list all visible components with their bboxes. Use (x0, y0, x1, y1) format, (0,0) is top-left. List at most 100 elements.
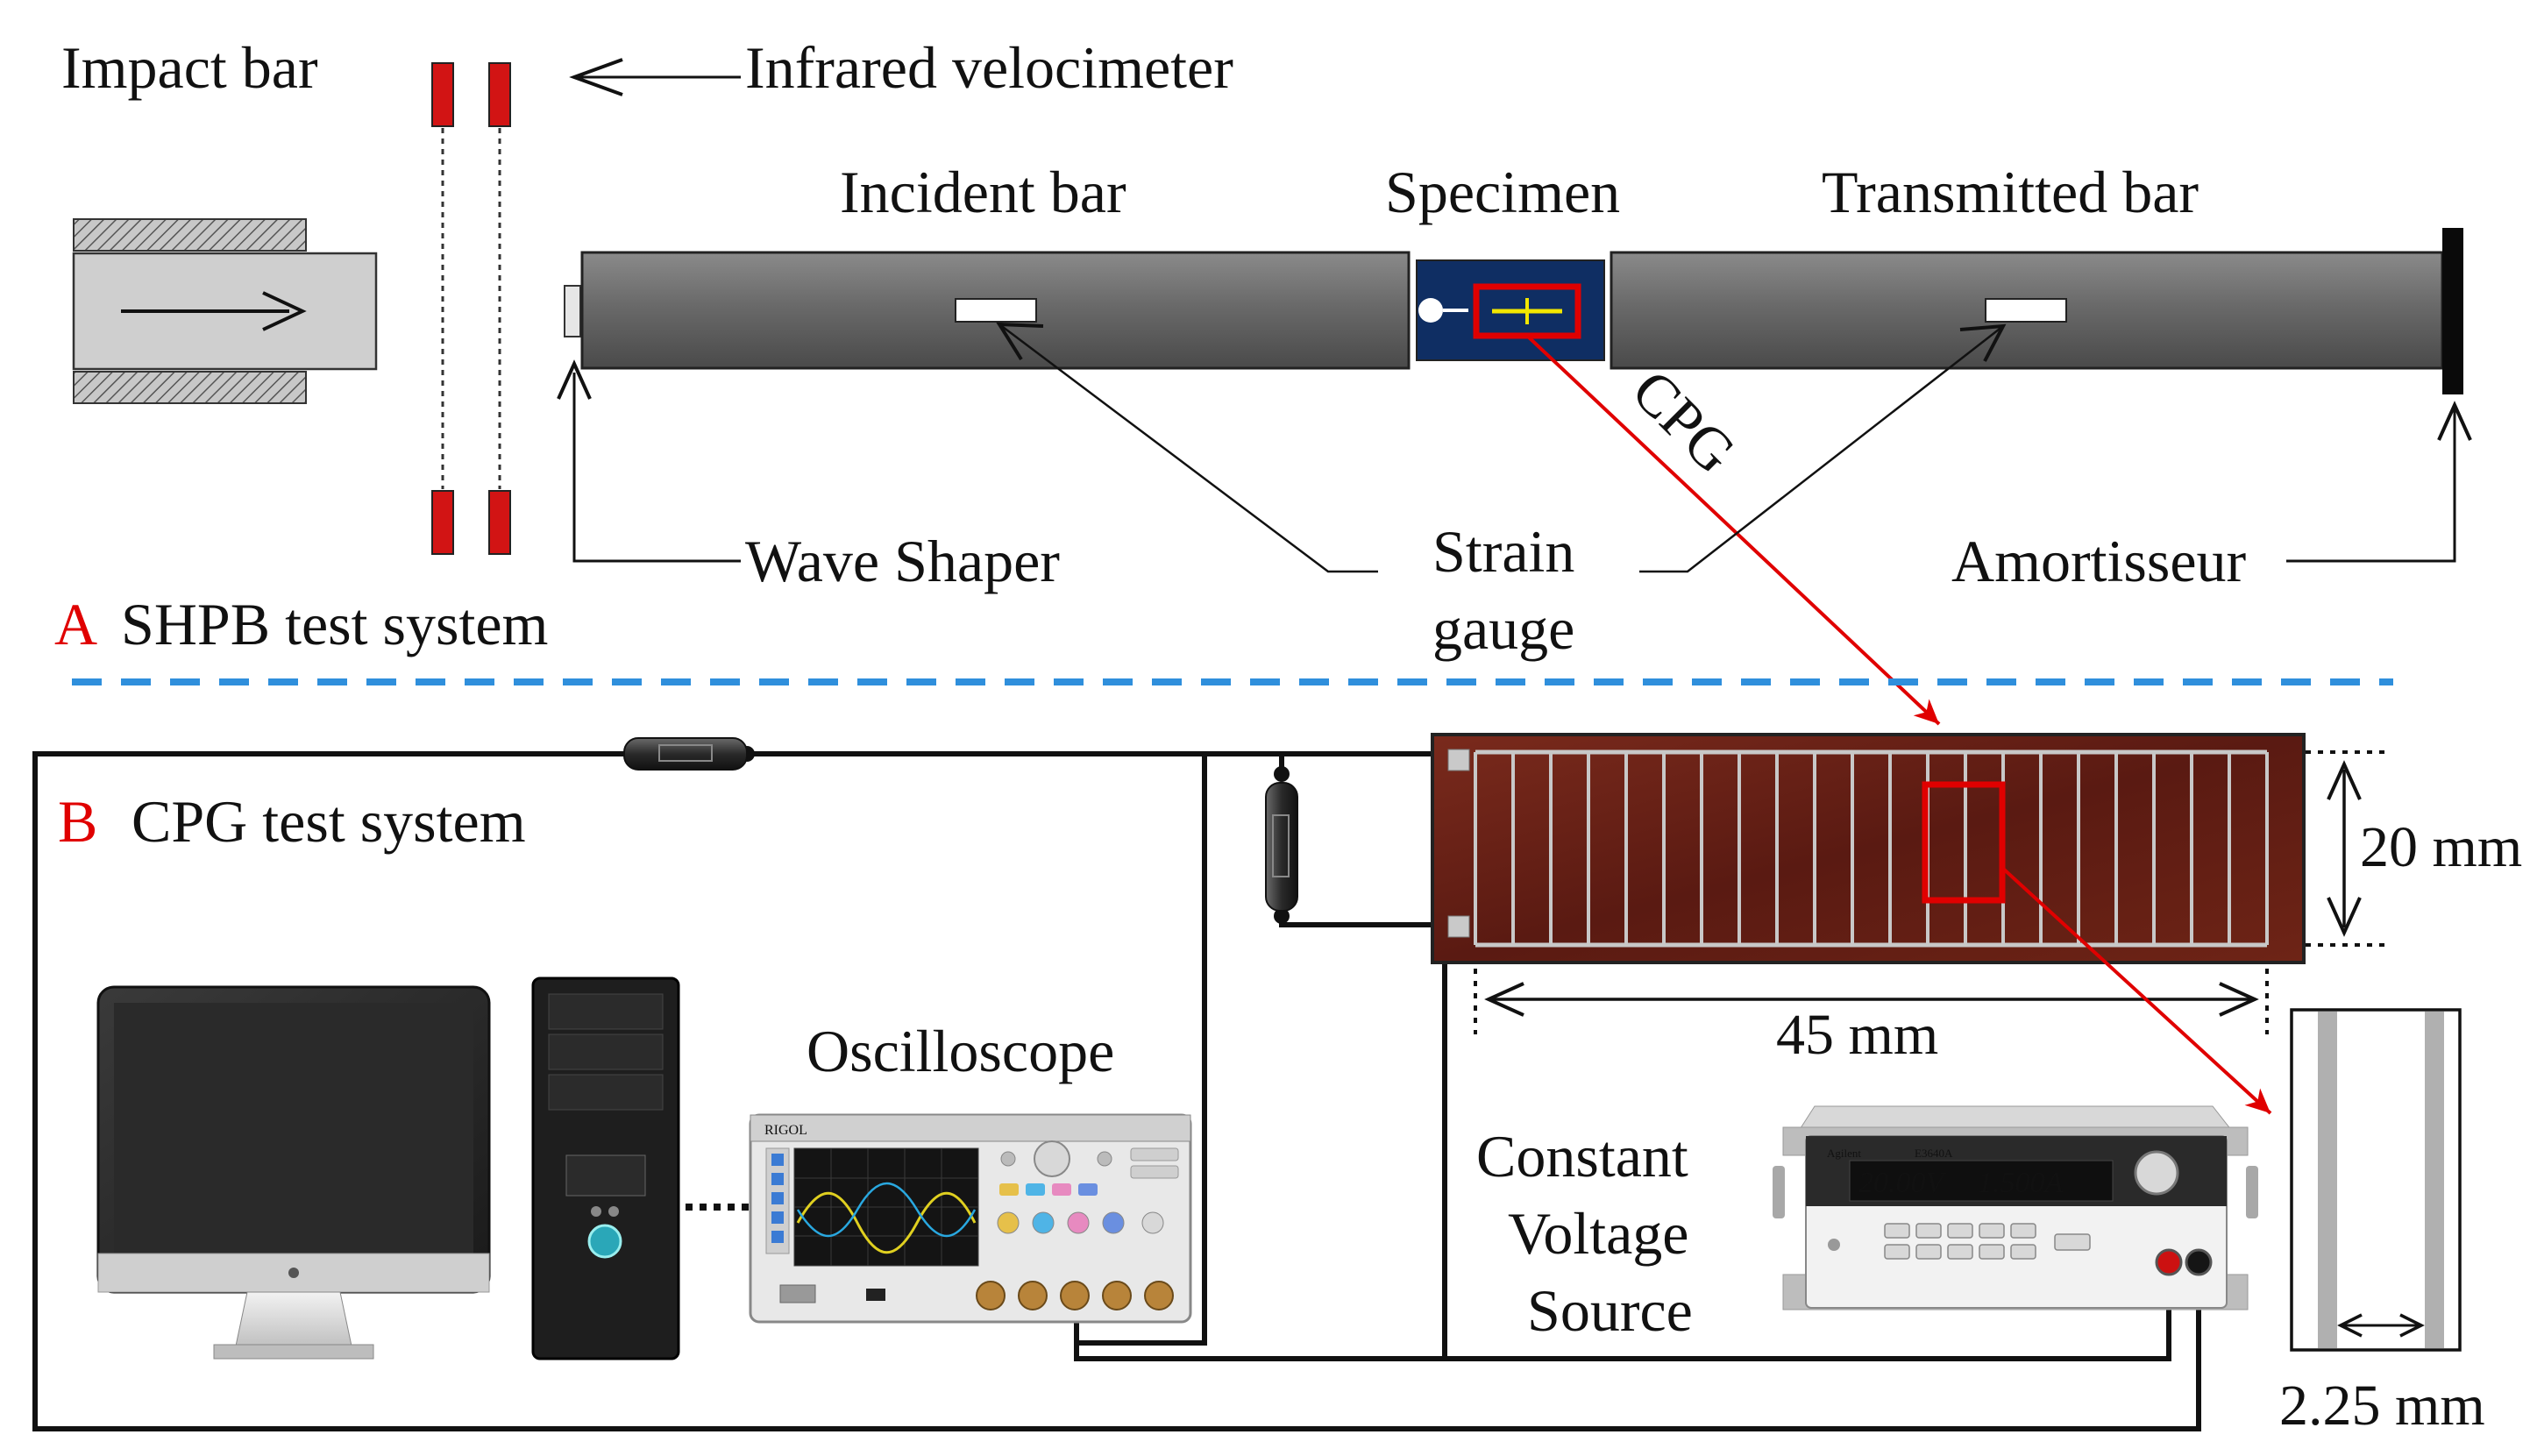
scope-yellow-trace (796, 1191, 977, 1254)
specimen (1416, 259, 1605, 361)
cpg-pad-top (1447, 749, 1470, 771)
dim-gap-arrow-right (2399, 1313, 2425, 1338)
monitor-stand (234, 1291, 353, 1351)
tower-bay-3 (548, 1074, 664, 1111)
scope-knob-main (1034, 1140, 1070, 1177)
scope-trig-knob (1141, 1211, 1164, 1234)
bnc-4 (1102, 1281, 1132, 1310)
wave-shaper (564, 285, 581, 337)
bnc-2 (1018, 1281, 1048, 1310)
strain-gauge-incident (955, 298, 1037, 323)
psu-key-wide (2054, 1233, 2091, 1251)
scope-ch4-knob (1102, 1211, 1125, 1234)
strain-gauge-arrowhead-right (1959, 323, 2007, 362)
scope-power-button (866, 1289, 885, 1301)
psu-current-readout: 1.500A (1978, 1167, 2064, 1199)
wave-shaper-leader (572, 373, 741, 563)
tower-bay-1 (548, 993, 664, 1030)
sleeve-top (73, 218, 307, 252)
scope-btn-y (999, 1183, 1019, 1196)
dim-45-arrow-left (1484, 982, 1524, 1017)
scope-brand: RIGOL (764, 1123, 807, 1138)
section-b-title: CPG test system (131, 788, 526, 855)
strain-gauge-transmitted (1985, 298, 2067, 323)
junction-resistor-bottom (1274, 908, 1290, 924)
sleeve-bottom (73, 371, 307, 404)
scope-ch1-knob (997, 1211, 1020, 1234)
resistor-vertical-body (1265, 782, 1298, 912)
strain-gauge-label-line1: Strain (1432, 518, 1574, 585)
wire-resistor-bottom (1279, 919, 1448, 927)
dim-width-label: 45 mm (1776, 1003, 1938, 1067)
wire-outer-loop (32, 751, 2201, 1431)
psu-terminal-negative (2185, 1248, 2213, 1276)
specimen-label: Specimen (1385, 159, 1620, 225)
constant-label-line2: Voltage (1508, 1200, 1689, 1267)
scope-ch2-knob (1032, 1211, 1055, 1234)
monitor-logo (288, 1268, 299, 1278)
sensor-bottom-1 (431, 490, 454, 555)
amortisseur-leader (2286, 405, 2456, 563)
impact-bar (72, 218, 378, 404)
dim-20-arrow-bottom (2327, 897, 2362, 937)
power-button-icon (587, 1224, 622, 1259)
velocimeter-arrowhead (569, 58, 623, 96)
psu-knob-icon (2134, 1150, 2179, 1196)
section-a: Impact bar Infrared velocimeter Incident… (54, 34, 2472, 726)
monitor-base (213, 1344, 374, 1360)
bnc-3 (1060, 1281, 1090, 1310)
resistor-horizontal-body (623, 737, 748, 771)
tower-bay-2 (548, 1033, 664, 1070)
psu-key (1947, 1223, 1973, 1239)
psu-key (1915, 1223, 1942, 1239)
scope-menu-button-4 (771, 1211, 784, 1224)
psu-key (2010, 1244, 2036, 1260)
sensor-top-1 (431, 62, 454, 127)
psu-key (1915, 1244, 1942, 1260)
psu-terminal-positive (2155, 1248, 2183, 1276)
scope-menu-button-3 (771, 1192, 784, 1204)
psu-power-switch (1828, 1239, 1840, 1251)
tower-led-2 (608, 1206, 619, 1217)
bnc-5 (1144, 1281, 1174, 1310)
cpg-red-arrow (1525, 334, 1941, 726)
psu-key (1884, 1223, 1910, 1239)
psu-keypad (1884, 1223, 2091, 1260)
resistor-horizontal-marking (658, 744, 713, 762)
dim-45-arrow-right (2219, 982, 2259, 1017)
resistor-horizontal (623, 737, 748, 771)
incident-bar (580, 251, 1411, 370)
sensor-bottom-2 (488, 490, 511, 555)
psu-lcd (1849, 1160, 2114, 1202)
impact-direction-arrowhead (262, 291, 307, 331)
cpg-sensor (1431, 733, 2306, 964)
tower-drive (565, 1154, 646, 1197)
strain-gauge-leader-left (998, 323, 1378, 573)
dim-gap-arrow-left (2337, 1313, 2363, 1338)
psu-key (1884, 1244, 1910, 1260)
transmitted-bar-label: Transmitted bar (1822, 159, 2199, 225)
scope-menu-button-5 (771, 1231, 784, 1243)
tower-led-1 (591, 1206, 601, 1217)
oscilloscope-label: Oscilloscope (807, 1018, 1114, 1084)
psu-handle-right (2246, 1166, 2258, 1218)
cpg-zoom-detail (2290, 1008, 2462, 1352)
psu-brand: Agilent (1827, 1147, 1861, 1160)
bnc-1 (976, 1281, 1006, 1310)
psu-key (1979, 1223, 2005, 1239)
scope-blue-trace (796, 1182, 977, 1238)
psu-key (1947, 1244, 1973, 1260)
impact-bar-label: Impact bar (61, 34, 318, 101)
cpg-grid-lines (1474, 749, 2269, 948)
dim-gap-label: 2.25 mm (2279, 1374, 2485, 1438)
strain-gauge-arrowhead-left (996, 322, 1044, 361)
incident-bar-label: Incident bar (840, 159, 1126, 225)
zoom-line-left (2318, 1012, 2337, 1348)
computer-monitor (96, 985, 491, 1360)
section-a-title: SHPB test system (121, 591, 548, 657)
psu-handle-left (1773, 1166, 1785, 1218)
scope-menu-button-1 (771, 1154, 784, 1166)
strain-gauge-leader-right (1639, 325, 2004, 573)
psu-key (1979, 1244, 2005, 1260)
